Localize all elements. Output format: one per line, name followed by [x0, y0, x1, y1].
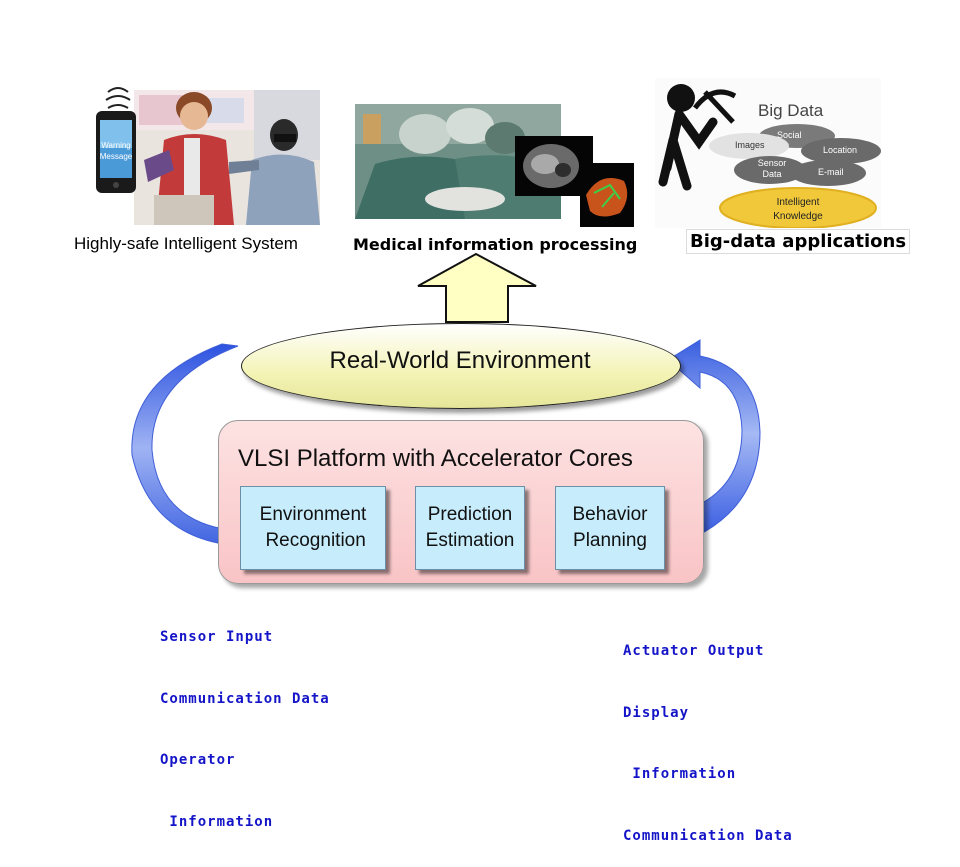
output-item: Information [623, 766, 737, 782]
bubble-images: Images [735, 140, 765, 150]
stage-environment-recognition: Environment Recognition [240, 486, 386, 570]
big-data-panel [655, 78, 881, 229]
organ-3d-image [580, 163, 634, 227]
safety-system-caption: Highly-safe Intelligent System [74, 234, 298, 253]
stage-label-line1: Environment [259, 504, 367, 525]
big-data-title: Big Data [758, 101, 824, 120]
bubble-location: Location [823, 145, 858, 155]
output-item: Actuator Output [623, 643, 765, 659]
signal-waves-icon [103, 80, 133, 112]
stage-label-line2: Planning [573, 530, 647, 551]
intelligent-knowledge-label: Intelligent Knowledge [773, 197, 823, 222]
stage-label-line2: Recognition [260, 530, 366, 551]
bubble-social: Social [777, 130, 802, 140]
medical-caption: Medical information processing [353, 235, 638, 254]
stage-prediction-estimation: Prediction Estimation [415, 486, 525, 570]
input-item: Sensor Input [160, 629, 274, 645]
phone-device [95, 110, 137, 194]
input-item: Communication Data [160, 690, 330, 707]
bubble-email: E-mail [818, 167, 844, 177]
outputs-list: Actuator Output Display Information Comm… [623, 600, 793, 867]
output-item: Communication Data [623, 827, 793, 844]
big-data-caption: Big-data applications [686, 229, 911, 254]
input-item: Information [160, 813, 274, 830]
stage-label-line2: Estimation [425, 530, 515, 551]
stage-label-line1: Behavior [572, 504, 648, 525]
phone-warning-line2: Message [99, 152, 133, 161]
safety-system-photo [134, 90, 320, 225]
environment-label: Real-World Environment [329, 347, 591, 374]
stage-label-line1: Prediction [427, 504, 513, 525]
input-item: Operator [160, 752, 236, 768]
real-world-environment [241, 323, 681, 409]
stage-behavior-planning: Behavior Planning [555, 486, 665, 570]
inputs-list: Sensor Input Communication Data Operator… [160, 586, 330, 853]
output-item: Display [623, 704, 690, 721]
phone-warning-line1: Warning [101, 141, 131, 150]
up-arrow-icon [417, 252, 537, 323]
platform-title: VLSI Platform with Accelerator Cores [238, 445, 633, 472]
bubble-sensor-data: Sensor Data [757, 158, 787, 179]
